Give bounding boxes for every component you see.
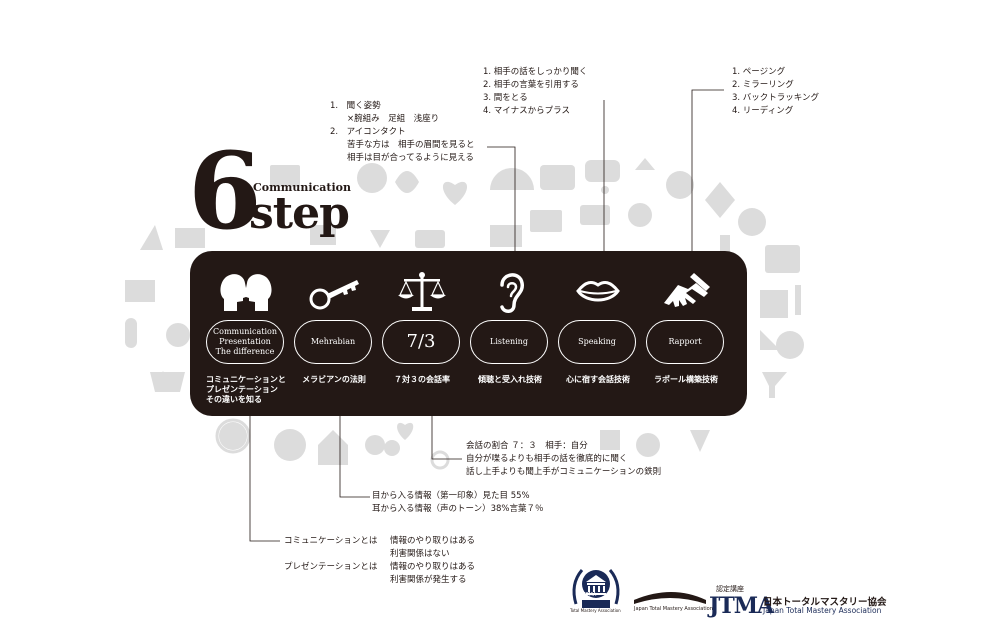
note-rapport-tips: 1. ページング 2. ミラーリング 3. バックトラッキング 4. リーディン… — [732, 67, 820, 116]
house-icon — [318, 430, 348, 465]
tray-icon — [600, 430, 620, 450]
steps-panel: Communication Presentation The differenc… — [190, 251, 747, 416]
keyboard-icon — [580, 205, 610, 225]
jtma-emblem-logo — [572, 569, 620, 608]
certified-course-label: 認定講座 — [716, 585, 744, 593]
title-subtitle: Communication — [253, 181, 351, 194]
title-word: step — [249, 188, 350, 239]
note-communication-def: コミュニケーションとは — [284, 536, 378, 546]
note-presentation-def: プレゼンテーションとは — [284, 562, 378, 572]
step-oval: 7/3 — [382, 320, 460, 364]
note-presentation-desc: 情報のやり取りはある 利害関係が発生する — [390, 562, 476, 585]
org-name-jp: 日本トータルマスタリー協会 — [763, 597, 887, 608]
scale-icon — [398, 272, 446, 311]
step-label: ラポール構築技術 — [654, 375, 718, 384]
plus-icon — [166, 323, 190, 347]
bag-icon — [530, 210, 562, 232]
step-speaking[interactable]: Speaking 心に宿す会話技術 — [554, 251, 642, 416]
note-mehrabian-tips: 1. 聞く姿勢 ×腕組み 足組 浅座り 2. アイコンタクト 苦手な方は 相手の… — [330, 101, 475, 163]
note-conversation-ratio: 会話の割合 ７：３ 相手：自分 自分が喋るよりも相手の話を徹底的に聞く 話し上手… — [466, 441, 662, 477]
frame-icon — [760, 290, 788, 318]
lips-icon — [576, 281, 620, 302]
shield-icon — [370, 230, 390, 248]
key-icon — [309, 280, 359, 310]
microphone-icon — [125, 318, 137, 348]
step-seven-three[interactable]: 7/3 ７対３の会話率 — [378, 251, 466, 416]
flag-icon — [795, 285, 801, 315]
leaf-icon — [635, 158, 655, 170]
two-faces-icon — [220, 274, 272, 311]
note-mehrabian-rule: 目から入る情報（第一印象）見た目 55% 耳から入る情報（声のトーン）38%言葉… — [372, 491, 544, 514]
step-oval: Speaking — [558, 320, 636, 364]
umbrella-icon — [490, 168, 534, 190]
step-oval: Communication Presentation The differenc… — [206, 320, 284, 364]
step-communication[interactable]: Communication Presentation The differenc… — [202, 251, 290, 416]
compass-icon — [738, 208, 766, 236]
title-number: 6 — [188, 128, 262, 253]
moon-icon — [636, 433, 660, 457]
banner-text: Japan Total Mastery Association — [634, 606, 713, 612]
flower-icon — [357, 163, 387, 193]
step-label: コミュニケーションと プレゼンテーション その違いを知る — [206, 375, 286, 404]
ear-icon — [500, 273, 524, 313]
heart-small-icon — [397, 422, 414, 440]
calendar-icon — [270, 165, 300, 187]
handshake-icon — [664, 273, 710, 307]
note-communication-desc: 情報のやり取りはある 利害関係はない — [390, 536, 476, 559]
org-name-en: Japan Total Mastery Association — [763, 606, 882, 615]
pot-icon — [310, 225, 336, 245]
note-icon — [760, 330, 780, 350]
step-label: メラビアンの法則 — [302, 375, 366, 384]
step-listening[interactable]: Listening 傾聴と受入れ技術 — [466, 251, 554, 416]
sofa-icon — [540, 165, 575, 190]
camera-icon — [490, 225, 522, 247]
step-label: ７対３の会話率 — [394, 375, 450, 384]
cocktail-icon — [762, 372, 787, 398]
jtma-logo-text: JTMA — [709, 593, 774, 619]
emblem-subtext: Total Mastery Association — [570, 608, 621, 613]
sun-icon — [274, 429, 306, 461]
note-listening-tips: 1. 相手の話をしっかり聞く 2. 相手の言葉を引用する 3. 間をとる 4. … — [483, 67, 588, 116]
cloud-sun-icon — [776, 331, 804, 359]
step-oval: Rapport — [646, 320, 724, 364]
shoe-icon — [140, 225, 163, 250]
briefcase-icon — [765, 245, 800, 273]
step-rapport[interactable]: Rapport ラポール構築技術 — [642, 251, 730, 416]
step-mehrabian[interactable]: Mehrabian メラビアンの法則 — [290, 251, 378, 416]
step-label: 心に宿す会話技術 — [566, 375, 630, 384]
snowflake-icon — [666, 171, 694, 199]
power-icon — [219, 422, 247, 450]
emblem-text: JTMA — [584, 592, 597, 598]
butterfly-icon — [395, 171, 419, 193]
car-icon — [585, 160, 620, 182]
cup-icon — [415, 230, 445, 248]
step-oval: Mehrabian — [294, 320, 372, 364]
box-icon — [175, 228, 205, 248]
step-oval: Listening — [470, 320, 548, 364]
bicycle-icon — [365, 435, 385, 455]
magnifier-icon — [628, 203, 652, 227]
step-label: 傾聴と受入れ技術 — [478, 375, 542, 384]
heart-icon — [442, 181, 468, 205]
maple-leaf-icon — [705, 182, 735, 218]
banner-logo — [634, 592, 706, 604]
pen-icon — [690, 430, 710, 452]
envelope-icon — [125, 280, 155, 302]
